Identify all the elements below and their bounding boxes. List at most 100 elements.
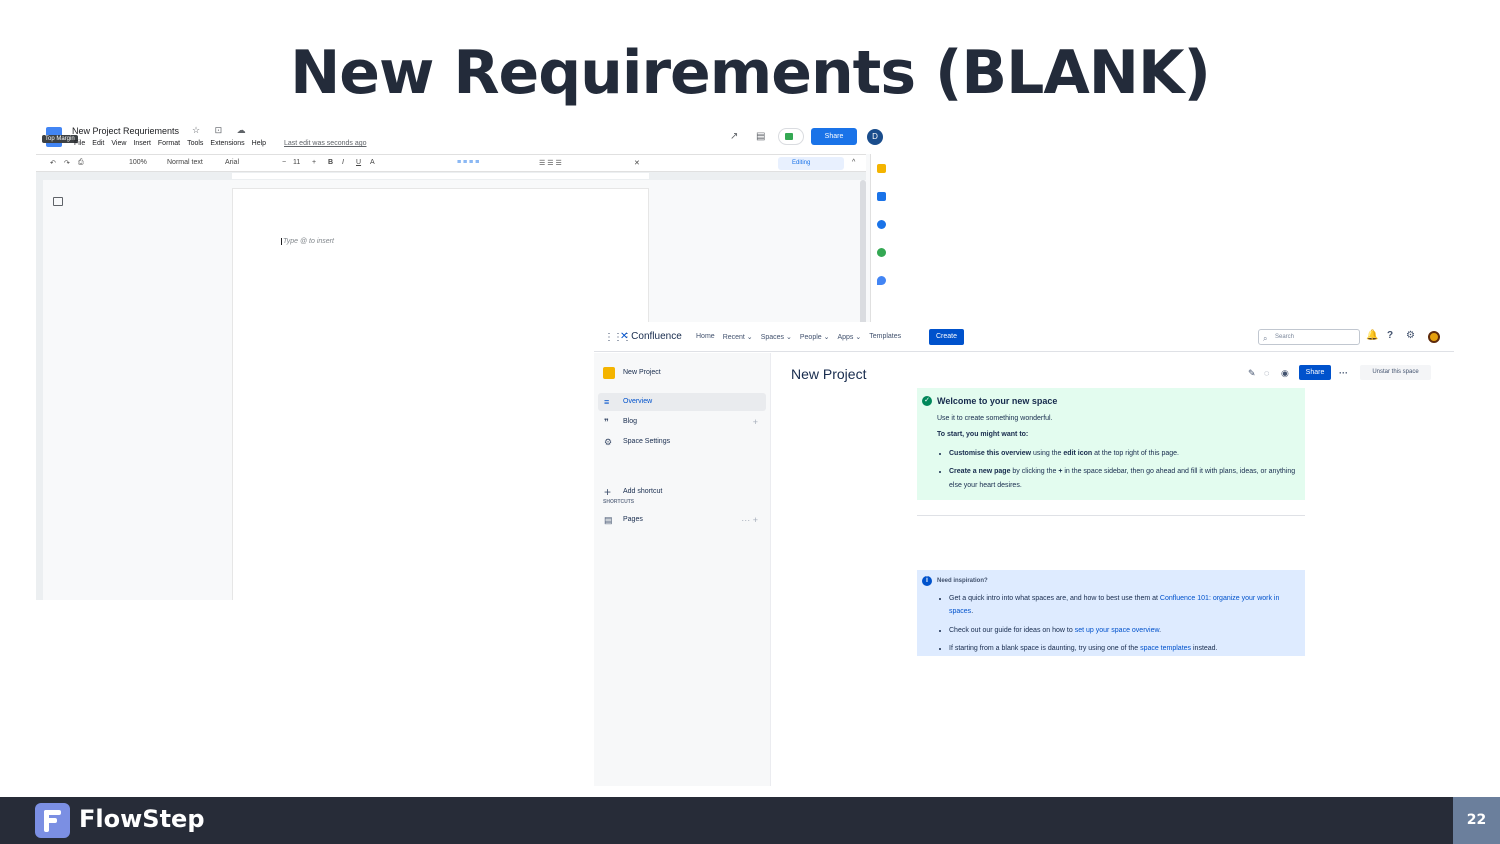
quote-icon: ❞ (604, 417, 609, 427)
welcome-list: Customise this overview using the edit i… (937, 447, 1299, 492)
redo-icon[interactable]: ↷ (64, 160, 70, 167)
pages-actions[interactable]: ··· + (741, 515, 758, 525)
space-templates-link[interactable]: space templates (1140, 644, 1192, 652)
docs-header: Top Margin New Project Requriements ☆ ⊡ … (36, 122, 892, 154)
sidebar-item-overview[interactable]: ≡ Overview (598, 393, 766, 411)
space-name[interactable]: New Project (623, 369, 661, 376)
search-icon: ⌕ (1263, 334, 1268, 343)
welcome-panel: ✓ Welcome to your new space Use it to cr… (917, 388, 1305, 500)
document-title[interactable]: New Project Requriements (72, 126, 180, 136)
pages-icon: ▤ (604, 515, 613, 525)
check-icon: ✓ (922, 396, 932, 406)
watch-icon[interactable]: ◉ (1281, 368, 1289, 378)
add-shortcut[interactable]: + Add shortcut (598, 483, 766, 501)
avatar[interactable]: D (867, 129, 883, 145)
divider (917, 515, 1305, 516)
nav-recent[interactable]: Recent ⌄ (722, 334, 753, 341)
space-overview-link[interactable]: set up your space overview (1074, 626, 1160, 634)
menu-insert[interactable]: Insert (133, 140, 151, 147)
menu-tools[interactable]: Tools (187, 140, 204, 147)
text-color-icon[interactable]: A (370, 159, 375, 166)
menu-extensions[interactable]: Extensions (210, 140, 245, 147)
font-size-input[interactable]: 11 (293, 159, 301, 166)
sidebar-item-blog[interactable]: ❞ Blog + (598, 413, 766, 431)
star-move-cloud-icons[interactable]: ☆ ⊡ ☁ (192, 125, 252, 135)
maps-icon[interactable] (877, 276, 886, 285)
style-select[interactable]: Normal text (167, 159, 203, 166)
settings-icon[interactable]: ⚙ (1406, 330, 1415, 341)
notifications-icon[interactable]: 🔔 (1366, 330, 1379, 341)
horizontal-ruler[interactable] (36, 172, 866, 180)
nav-apps[interactable]: Apps ⌄ (837, 334, 862, 341)
sidebar-item-space-settings[interactable]: ⚙ Space Settings (598, 433, 766, 451)
unstar-space-button[interactable]: Unstar this space (1360, 365, 1431, 380)
shortcuts-heading: SHORTCUTS (603, 499, 635, 505)
edit-icon[interactable]: ✎ (1248, 368, 1256, 378)
profile-avatar[interactable] (1428, 331, 1440, 343)
list-item: Customise this overview using the edit i… (949, 447, 1299, 460)
menu-file[interactable]: File (74, 140, 86, 147)
confluence-101-link[interactable]: Confluence 101: organize your work in sp… (949, 595, 1280, 616)
last-edit-link[interactable]: Last edit was seconds ago (284, 140, 367, 147)
top-nav: ⋮⋮⋮ ✕ Confluence Home Recent ⌄ Spaces ⌄ … (594, 322, 1454, 352)
collapse-icon[interactable]: ^ (852, 159, 856, 166)
menu-edit[interactable]: Edit (92, 140, 105, 147)
menu-help[interactable]: Help (251, 140, 267, 147)
tasks-icon[interactable] (877, 220, 886, 229)
menu-view[interactable]: View (111, 140, 127, 147)
comments-icon[interactable]: ▤ (756, 131, 766, 142)
meet-button[interactable] (778, 128, 804, 145)
inspiration-list: Get a quick intro into what spaces are, … (937, 592, 1299, 655)
create-button[interactable]: Create (929, 329, 964, 345)
nav-spaces[interactable]: Spaces ⌄ (760, 334, 792, 341)
font-select[interactable]: Arial (225, 159, 240, 166)
document-page[interactable]: Type @ to insert (232, 188, 649, 600)
page-title: New Project (791, 366, 867, 382)
italic-icon[interactable]: I (342, 159, 344, 166)
welcome-intro: Use it to create something wonderful. (937, 415, 1053, 422)
slide-title: New Requirements (BLANK) (290, 38, 1211, 108)
comment-icon[interactable]: ◌ (1264, 368, 1270, 378)
search-input[interactable]: ⌕ Search (1258, 329, 1360, 345)
help-icon[interactable]: ? (1387, 330, 1394, 341)
sidebar-item-label: Overview (623, 398, 653, 405)
font-size-increase[interactable]: + (312, 159, 317, 166)
menu-format[interactable]: Format (157, 140, 181, 147)
add-shortcut-label: Add shortcut (623, 488, 663, 495)
welcome-subheading: To start, you might want to: (937, 431, 1029, 438)
share-button[interactable]: Share (811, 128, 857, 145)
welcome-heading: Welcome to your new space (937, 396, 1058, 406)
list-icons[interactable]: ☰ ☰ ☰ (539, 160, 562, 167)
more-actions-icon[interactable]: ··· (1339, 368, 1348, 378)
tooltip: Top Margin (42, 135, 78, 143)
space-sidebar: New Project ≡ Overview ❞ Blog + ⚙ Space … (594, 353, 771, 786)
insert-placeholder[interactable]: Type @ to insert (281, 238, 334, 245)
nav-templates[interactable]: Templates (869, 333, 902, 340)
outline-icon[interactable] (53, 197, 63, 206)
keep-icon[interactable] (877, 192, 886, 201)
nav-home[interactable]: Home (696, 333, 715, 340)
trend-icon[interactable]: ↗ (730, 131, 739, 142)
add-blog-icon[interactable]: + (752, 417, 758, 427)
nav-people[interactable]: People ⌄ (799, 334, 830, 341)
vertical-ruler[interactable] (36, 180, 43, 600)
zoom-select[interactable]: 100% (129, 159, 147, 166)
bold-icon[interactable]: B (328, 159, 334, 166)
undo-icon[interactable]: ↶ (50, 160, 56, 167)
app-switcher-icon[interactable]: ⋮⋮⋮ (604, 332, 632, 343)
clear-format-icon[interactable]: ✕ (634, 160, 640, 167)
align-icons[interactable]: ≡ ≡ ≡ ≡ (457, 159, 480, 166)
underline-icon[interactable]: U (356, 159, 362, 166)
print-icon[interactable]: ⎙ (78, 159, 84, 166)
contacts-icon[interactable] (877, 248, 886, 257)
page-number: 22 (1453, 797, 1500, 844)
confluence-logo[interactable]: ✕ Confluence (620, 331, 682, 342)
calendar-icon[interactable] (877, 164, 886, 173)
flowstep-logo-icon (35, 803, 70, 838)
scrollbar[interactable] (860, 180, 866, 330)
share-button[interactable]: Share (1299, 365, 1331, 380)
editing-mode-select[interactable]: Editing (778, 157, 844, 170)
font-size-decrease[interactable]: − (282, 159, 287, 166)
sidebar-item-pages[interactable]: ▤ Pages ··· + (598, 511, 766, 529)
